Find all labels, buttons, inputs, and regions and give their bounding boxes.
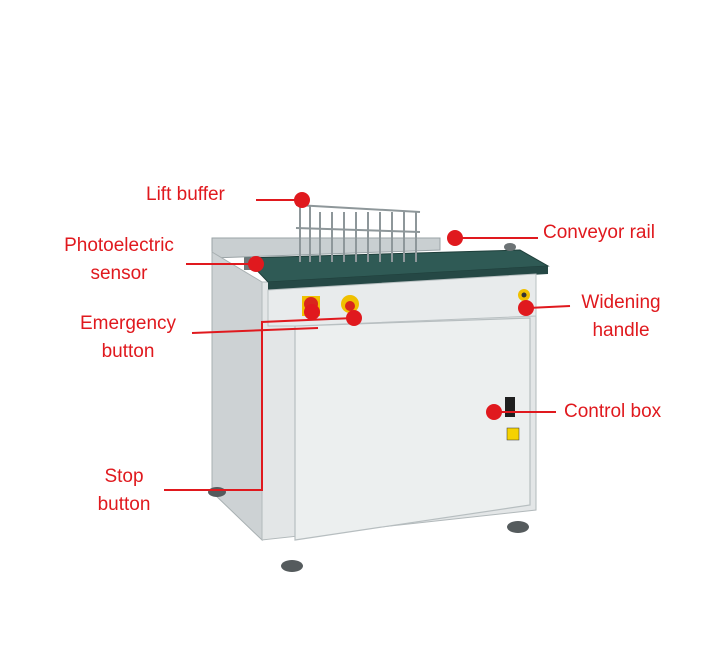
control-panel-strip [267,273,537,327]
label-widening-handle-line1: Widening [581,292,661,313]
label-stop-button-line1: Stop [104,466,144,487]
rail-connector [504,243,516,251]
label-widening-handle: Widening handle [566,289,676,345]
label-emergency-button-line2: button [101,341,155,362]
label-photoelectric-sensor: Photoelectric sensor [53,232,185,288]
label-lift-buffer: Lift buffer [146,184,225,205]
stop-button-cap [345,301,355,311]
top-plate-edge [268,266,548,290]
dot-photoelectric-sensor [248,256,264,272]
label-emergency-button: Emergency button [70,310,186,366]
warning-sticker [506,427,520,441]
label-widening-handle-line2: handle [592,320,650,341]
back-rail [211,237,441,259]
widening-handle-center [521,292,527,298]
lift-buffer-rack [295,204,421,262]
label-control-box: Control box [564,401,662,422]
label-stop-button: Stop button [84,463,164,519]
dot-stop-button [346,310,362,326]
dot-widening-handle [518,300,534,316]
label-photoelectric-sensor-line1: Photoelectric [64,235,174,256]
leader-widening-handle [527,305,571,309]
leader-stop-button [164,317,355,491]
label-photoelectric-sensor-line2: sensor [90,263,148,284]
dot-lift-buffer [294,192,310,208]
label-conveyor-rail: Conveyor rail [543,222,655,243]
callout-lines [164,199,571,491]
label-emergency-button-line1: Emergency [79,313,177,334]
callout-dots [248,192,534,420]
front-door [294,317,531,541]
dot-emergency-button [304,304,320,320]
leader-emergency-button [191,327,319,334]
control-box-latch [505,397,515,417]
dot-conveyor-rail [447,230,463,246]
label-stop-button-line2: button [97,494,151,515]
dot-control-box [486,404,502,420]
